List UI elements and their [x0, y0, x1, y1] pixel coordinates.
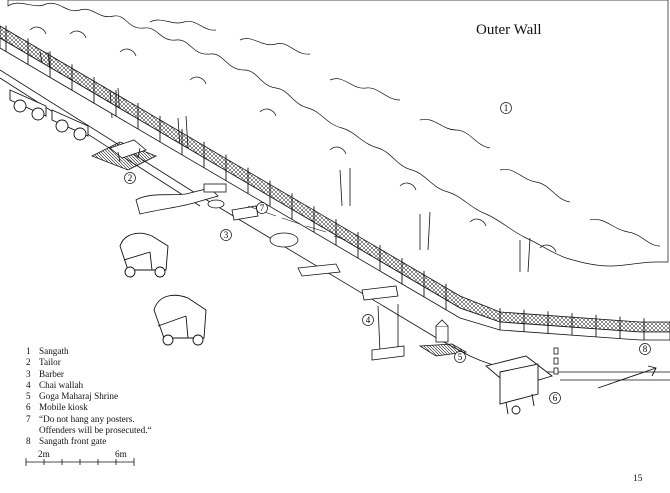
marker-2: 2	[124, 172, 136, 184]
legend-label: Tailor	[39, 357, 61, 368]
marker-6: 6	[549, 392, 561, 404]
tree-canopy	[7, 0, 669, 267]
legend-item: 4 Chai wallah	[26, 380, 152, 391]
svg-text:5: 5	[458, 352, 463, 362]
legend-item: 2 Tailor	[26, 357, 152, 368]
legend-number: 1	[26, 346, 31, 356]
legend-item: 7 “Do not hang any posters. Offenders wil…	[26, 414, 152, 437]
entry-arrow	[597, 365, 657, 389]
legend-label: Barber	[39, 368, 64, 379]
legend-item: 1 Sangath	[26, 346, 152, 357]
svg-text:7: 7	[260, 203, 265, 213]
scale-label-mid: 2m	[38, 449, 50, 459]
legend-number: 8	[26, 436, 31, 447]
legend-label: Sangath	[39, 346, 69, 356]
svg-text:4: 4	[366, 315, 371, 325]
auto-rickshaw	[119, 232, 207, 346]
svg-text:8: 8	[643, 344, 648, 354]
legend-label: Chai wallah	[39, 379, 84, 390]
marker-7: 7	[256, 202, 268, 214]
fence-posts	[5, 25, 645, 341]
legend-item: 5 Goga Maharaj Shrine	[26, 391, 152, 402]
svg-text:1: 1	[504, 103, 509, 113]
svg-text:2: 2	[128, 173, 133, 183]
legend-label: “Do not hang any posters. Offenders will…	[39, 413, 152, 436]
legend-item: 8 Sangath front gate	[26, 436, 152, 447]
bullock-cart	[9, 89, 89, 141]
svg-text:6: 6	[553, 393, 558, 403]
legend-number: 5	[26, 391, 31, 402]
marker-4: 4	[362, 314, 374, 326]
compound-wall	[0, 25, 670, 341]
legend-label: Goga Maharaj Shrine	[39, 391, 119, 402]
svg-text:3: 3	[224, 230, 229, 240]
legend-number: 2	[26, 357, 31, 368]
page-title: Outer Wall	[476, 22, 542, 38]
marker-1: 1	[500, 102, 512, 114]
legend-number: 6	[26, 402, 31, 413]
scale-label-end: 6m	[115, 449, 127, 459]
marker-8: 8	[639, 343, 651, 355]
legend-label: Mobile kiosk	[39, 402, 88, 413]
marker-3: 3	[220, 229, 232, 241]
shrine	[418, 319, 468, 357]
barber-setup	[135, 183, 259, 221]
legend-number: 4	[26, 379, 31, 390]
legend-item: 3 Barber	[26, 369, 152, 380]
gate-columns	[553, 347, 559, 375]
page-number: 15	[633, 474, 643, 484]
scale-bar	[25, 458, 135, 466]
legend-item: 6 Mobile kiosk	[26, 402, 152, 413]
chai-stall	[269, 232, 405, 361]
mobile-kiosk	[485, 355, 553, 415]
legend-label: Sangath front gate	[39, 436, 107, 447]
legend-number: 7	[26, 413, 31, 424]
tailor-stall	[91, 139, 157, 171]
legend-number: 3	[26, 368, 31, 379]
marker-5: 5	[454, 351, 466, 363]
